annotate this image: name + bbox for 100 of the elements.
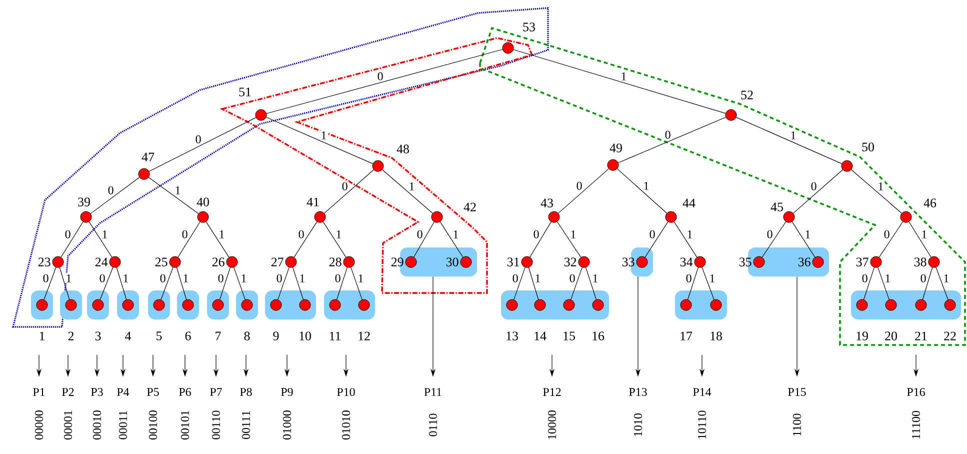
node-number: 14 [534,332,546,340]
code-label: 10110 [698,410,706,439]
output-label: P12 [543,388,561,396]
tree-edge [687,267,699,300]
edge-label: 0 [416,229,424,240]
edge-label: 0 [882,229,891,240]
tree-edge [616,168,668,214]
edge-label: 0 [297,229,306,240]
tree-edge [558,168,609,214]
edge-label: 0 [511,273,520,284]
edge-label: 0 [376,71,384,82]
tree-edge [60,222,84,258]
edge-label: 0 [340,181,349,192]
edge-label: 1 [356,273,365,284]
node-number: 53 [523,22,535,32]
edge-label: 1 [64,273,73,284]
node-number: 3 [95,332,101,340]
output-label: P9 [281,388,293,396]
code-label: 11100 [912,410,920,438]
edge-label: 1 [591,273,600,284]
node-number: 46 [924,198,936,208]
output-label: P11 [424,388,442,396]
tree-edge [336,267,348,300]
code-label: 0110 [428,414,438,436]
node-number: 38 [914,258,926,266]
tree-edge [88,222,112,258]
edge-label: 1 [876,181,885,192]
node-number: 43 [540,198,553,208]
code-label: 00000 [34,410,44,440]
code-label: 00010 [92,410,102,440]
output-label: P14 [693,388,712,396]
tree-edge [382,169,433,214]
tree-edge [513,49,726,114]
node-number: 39 [78,198,90,206]
edge-label: 1 [100,229,109,240]
tree-edge [266,49,503,114]
node-number: 6 [185,332,191,340]
code-label: 01000 [282,410,292,440]
edge-label: 0 [568,273,576,284]
edge-label: 0 [648,229,656,240]
node-number: 47 [142,152,154,162]
node-number: 33 [622,258,634,266]
tree-edge [674,222,698,258]
edge-label: 1 [708,273,716,284]
node-number: 19 [856,332,868,340]
tree-edge [878,221,904,258]
code-label: 00110 [212,410,220,440]
output-label: P4 [117,388,130,396]
edge-label: 1 [804,229,812,240]
edge-label: 0 [664,130,672,140]
output-label: P8 [240,388,252,396]
edge-label: 1 [452,229,460,240]
edge-label: 1 [686,229,694,240]
edge-label: 0 [684,273,693,284]
node-number: 18 [710,332,722,340]
code-label: 1010 [634,414,642,436]
edge-label: 1 [122,273,130,284]
node-number: 32 [564,258,576,266]
tree-edge [294,222,318,258]
output-label: P2 [62,388,74,396]
edge-label: 0 [810,181,818,192]
edge-label: 1 [408,181,416,192]
node-number: 5 [156,332,162,340]
node-number: 16 [592,332,604,340]
node-number: 10 [300,332,311,340]
tree-edge [585,267,597,300]
tree-edge [908,222,932,258]
node-number: 48 [396,144,409,154]
edge-label: 0 [216,273,225,284]
output-label: P3 [91,388,103,396]
node-number: 26 [212,258,224,266]
edge-label: 0 [194,134,202,144]
output-label: P6 [179,388,191,396]
edge-label: 1 [789,130,798,140]
node-number: 40 [196,198,209,206]
node-number: 30 [446,258,458,266]
edge-label: 0 [532,229,540,240]
edge-label: 1 [320,130,328,140]
tree-edge [793,169,843,214]
node-number: 7 [216,332,221,340]
node-number: 52 [741,90,753,100]
edge-label: 1 [182,273,190,284]
tree-edge [292,267,304,300]
tree-edge [90,177,140,214]
node-number: 24 [95,258,108,266]
edge-label: 0 [860,273,869,284]
edge-label: 0 [766,229,774,240]
edge-label: 0 [575,180,584,191]
edge-label: 1 [620,71,628,82]
edge-label: 1 [884,273,892,284]
node-number: 37 [856,258,868,266]
node-number: 36 [798,258,810,266]
edge-label: 0 [42,273,50,284]
edge-label: 1 [534,273,542,284]
code-label: 00001 [64,410,72,440]
tree-edge [322,222,346,258]
code-label: 00101 [180,410,190,440]
node-number: 45 [770,202,783,212]
code-label: 01010 [342,410,350,440]
output-label: P16 [907,388,925,396]
